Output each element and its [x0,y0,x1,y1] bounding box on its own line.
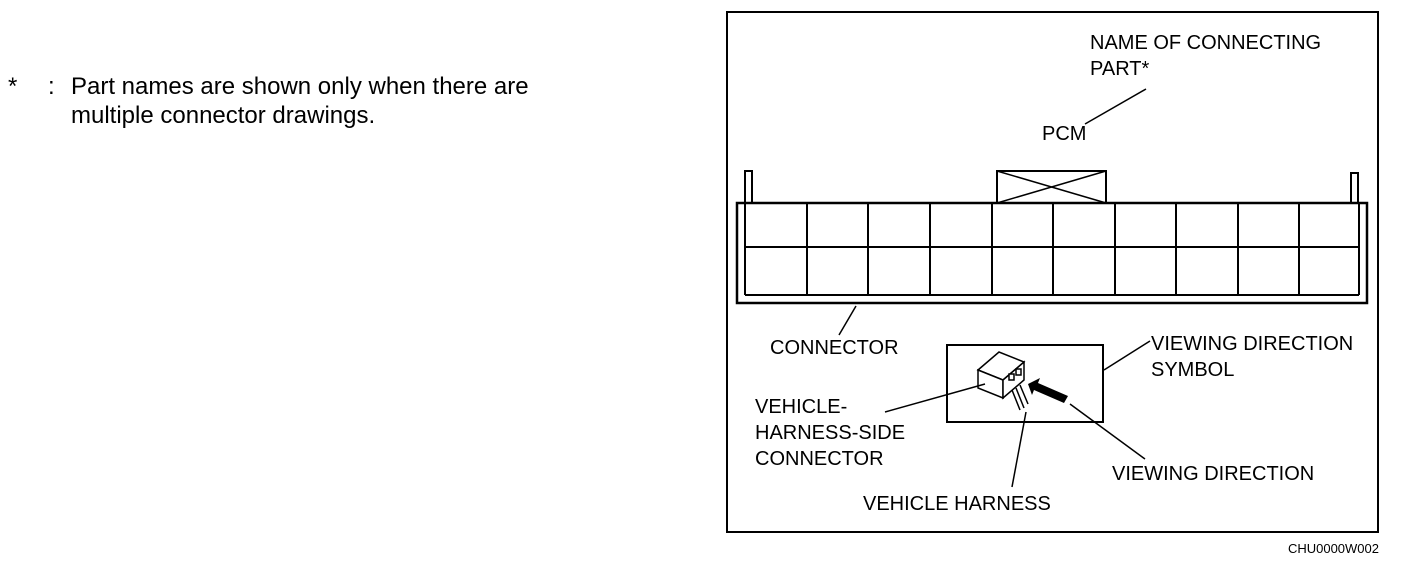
footnote-marker: * [8,73,18,100]
viewing-arrow-icon [1028,378,1068,403]
label-connector: CONNECTOR [770,337,899,359]
lock-tab [996,170,1107,204]
label-viewing-direction-symbol-2: SYMBOL [1151,359,1234,381]
label-pcm: PCM [1042,123,1086,145]
terminal-grid [744,203,1360,296]
footnote-line-1: Part names are shown only when there are [71,73,529,100]
left-latch-post [744,170,753,204]
diagram-frame [726,11,1379,533]
label-viewing-direction-symbol-1: VIEWING DIRECTION [1151,333,1353,355]
label-vehicle-harness-side-3: CONNECTOR [755,448,884,470]
figure-code: CHU0000W002 [1288,541,1379,556]
footnote-separator: : [48,73,55,100]
label-vehicle-harness-side-2: HARNESS-SIDE [755,422,905,444]
viewing-direction-leader-line [1069,403,1146,460]
symbol-leader-line [1103,340,1151,371]
vehicle-harness-leader-line [1011,411,1027,488]
pcm-leader-line [1084,88,1147,125]
label-vehicle-harness: VEHICLE HARNESS [863,493,1051,515]
connector-drawing [735,170,1369,305]
label-vehicle-harness-side-1: VEHICLE- [755,396,847,418]
footnote-line-2: multiple connector drawings. [71,102,376,129]
label-name-of-connecting-part-1: NAME OF CONNECTING [1090,32,1321,54]
harness-side-leader-line [884,383,986,413]
label-name-of-connecting-part-2: PART* [1090,58,1149,80]
label-viewing-direction: VIEWING DIRECTION [1112,463,1314,485]
connector-leader-line [838,305,857,336]
right-latch-post [1350,172,1359,204]
mini-connector-icon [976,351,1029,411]
